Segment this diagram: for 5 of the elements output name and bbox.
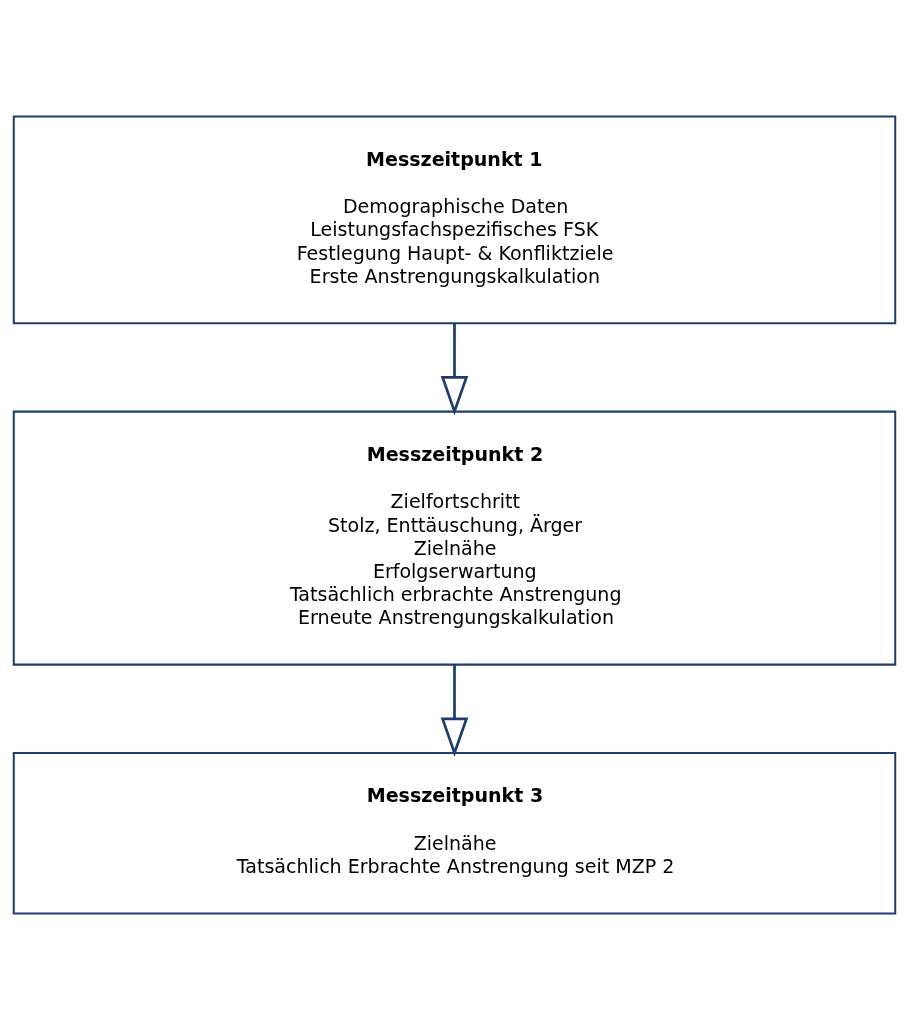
arrow	[440, 323, 469, 416]
node-box: Messzeitpunkt 1 Demographische Daten Leistungsfachspezifisches FSK Festlegung Haupt- & Konfliktziele Erste Anstrengungskalkulation	[12, 115, 897, 325]
node-box: Messzeitpunkt 3 Zielnähe Tatsächlich Erbrachte Anstrengung seit MZP 2	[12, 752, 897, 915]
node-box: Messzeitpunkt 2 Zielfortschritt Stolz, Enttäuschung, Ärger Zielnähe Erfolgserwartung Tatsächlich erbrachte Anstrengung Erneute Anstrengungskalkulation	[12, 410, 897, 666]
arrow	[440, 664, 469, 758]
